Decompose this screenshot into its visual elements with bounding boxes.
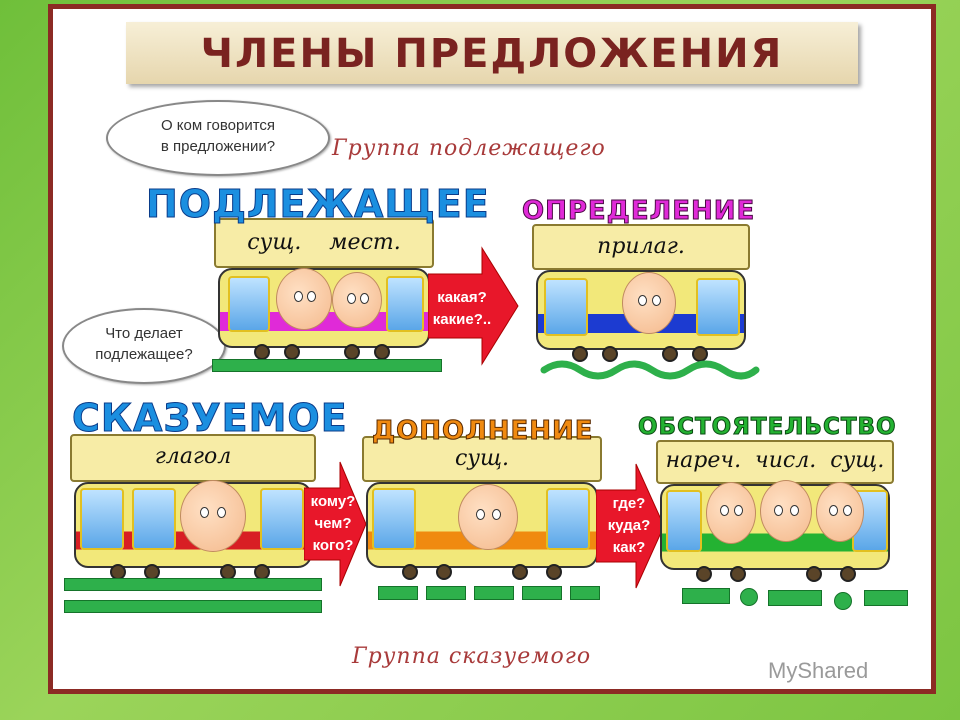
- passenger-face: [458, 484, 518, 550]
- subject-question-cloud: О ком говорится в предложении?: [106, 100, 330, 176]
- adverbial-question-2: куда?: [596, 516, 662, 535]
- passenger-face: [706, 482, 756, 544]
- tram-window: [666, 490, 702, 552]
- subject-parts-of-speech: сущ. мест.: [216, 230, 432, 255]
- predicate-heading: СКАЗУЕМОЕ: [72, 396, 348, 440]
- passenger-face: [760, 480, 812, 542]
- object-question-3: кого?: [300, 536, 366, 555]
- tram-wheel: [436, 564, 452, 580]
- adverbial-question-1: где?: [596, 494, 662, 513]
- predicate-parts-of-speech: глагол: [72, 444, 314, 469]
- attribute-parts-of-speech: прилаг.: [534, 234, 748, 259]
- watermark-logo: MyShared: [768, 658, 868, 684]
- object-heading: ДОПОЛНЕНИЕ: [372, 416, 594, 446]
- subject-question-line1: О ком говорится: [108, 116, 328, 135]
- tram-window: [386, 276, 424, 332]
- title-banner: ЧЛЕНЫ ПРЕДЛОЖЕНИЯ: [126, 22, 858, 84]
- object-underline-dash: [522, 586, 562, 600]
- predicate-roof: глагол: [70, 434, 316, 482]
- tram-wheel: [546, 564, 562, 580]
- predicate-group-label: Группа сказуемого: [352, 644, 591, 669]
- predicate-underline-bottom: [64, 600, 322, 613]
- tram-window: [228, 276, 270, 332]
- passenger-face: [622, 272, 676, 334]
- tram-wheel: [730, 566, 746, 582]
- tram-window: [80, 488, 124, 550]
- tram-window: [546, 488, 590, 550]
- adverbial-parts-of-speech: нареч. числ. сущ.: [658, 448, 892, 473]
- attribute-question-2: какие?..: [430, 310, 494, 329]
- tram-wheel: [840, 566, 856, 582]
- tram-wheel: [254, 344, 270, 360]
- page-title: ЧЛЕНЫ ПРЕДЛОЖЕНИЯ: [126, 22, 858, 84]
- adverbial-tram: нареч. числ. сущ.: [656, 440, 896, 584]
- predicate-question-line1: Что делает: [64, 324, 224, 343]
- attribute-tram: прилаг.: [532, 224, 754, 364]
- tram-wheel: [374, 344, 390, 360]
- object-question-1: кому?: [300, 492, 366, 511]
- tram-wheel: [284, 344, 300, 360]
- adverbial-underline-dash: [768, 590, 822, 606]
- adverbial-underline-dot: [740, 588, 758, 606]
- tram-window: [260, 488, 304, 550]
- subject-group-label: Группа подлежащего: [332, 136, 606, 161]
- object-underline-dash: [378, 586, 418, 600]
- passenger-face: [816, 482, 864, 542]
- predicate-question-cloud: Что делает подлежащее?: [62, 308, 226, 384]
- passenger-face: [180, 480, 246, 552]
- adverbial-underline-dot: [834, 592, 852, 610]
- adverbial-heading: ОБСТОЯТЕЛЬСТВО: [638, 414, 897, 440]
- attribute-question-1: какая?: [430, 288, 494, 307]
- adverbial-question-3: как?: [596, 538, 662, 557]
- tram-window: [544, 278, 588, 336]
- tram-window: [132, 488, 176, 550]
- object-parts-of-speech: сущ.: [364, 446, 600, 471]
- object-underline-dash: [474, 586, 514, 600]
- tram-wheel: [344, 344, 360, 360]
- adverbial-underline-dash: [682, 588, 730, 604]
- passenger-face: [332, 272, 382, 328]
- tram-window: [372, 488, 416, 550]
- object-underline-dash: [426, 586, 466, 600]
- predicate-tram: глагол: [70, 434, 320, 584]
- tram-wheel: [696, 566, 712, 582]
- predicate-question-line2: подлежащее?: [64, 345, 224, 364]
- attribute-underline-wavy: [540, 356, 760, 382]
- tram-wheel: [806, 566, 822, 582]
- passenger-face: [276, 268, 332, 330]
- adverbial-underline-dash: [864, 590, 908, 606]
- object-tram: сущ.: [362, 436, 604, 582]
- subject-question-line2: в предложении?: [108, 137, 328, 156]
- subject-underline-single: [212, 359, 442, 372]
- adverbial-roof: нареч. числ. сущ.: [656, 440, 894, 484]
- tram-wheel: [402, 564, 418, 580]
- attribute-heading: ОПРЕДЕЛЕНИЕ: [522, 196, 755, 226]
- subject-heading: ПОДЛЕЖАЩЕЕ: [146, 182, 490, 226]
- tram-wheel: [512, 564, 528, 580]
- subject-tram: сущ. мест.: [214, 218, 436, 364]
- tram-window: [696, 278, 740, 336]
- object-question-2: чем?: [300, 514, 366, 533]
- attribute-roof: прилаг.: [532, 224, 750, 270]
- predicate-underline-top: [64, 578, 322, 591]
